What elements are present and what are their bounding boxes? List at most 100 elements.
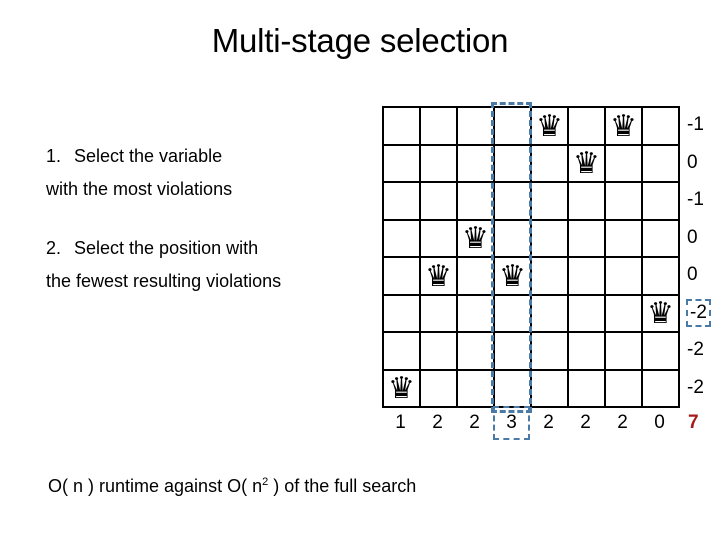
board-cell[interactable]: [384, 183, 421, 221]
board-cell[interactable]: [569, 183, 606, 221]
board-cell[interactable]: [495, 145, 532, 183]
board-cell[interactable]: [421, 295, 458, 333]
board-cell[interactable]: ♛: [606, 108, 643, 146]
footer-text-after: ) of the full search: [268, 476, 417, 496]
board-cell[interactable]: ♛: [384, 370, 421, 408]
board-cell[interactable]: [458, 295, 495, 333]
column-violation-label: 2: [543, 412, 554, 433]
board-cell[interactable]: [384, 220, 421, 258]
row-violation-value: 0: [687, 151, 698, 173]
board-cell[interactable]: [606, 333, 643, 371]
board-cell[interactable]: [458, 258, 495, 296]
instruction-line: with the most violations: [46, 179, 233, 199]
board-cell[interactable]: ♛: [643, 295, 680, 333]
queen-icon: ♛: [388, 371, 415, 407]
board-cell[interactable]: [606, 258, 643, 296]
row-violation-value: 0: [687, 264, 698, 285]
board-cell[interactable]: [569, 295, 606, 333]
board-cell[interactable]: ♛: [495, 258, 532, 296]
board-cell[interactable]: [495, 333, 532, 371]
board-cell[interactable]: [606, 295, 643, 333]
row-violation-value: -2: [686, 298, 711, 327]
board-cell[interactable]: [495, 108, 532, 146]
board-cell[interactable]: [606, 145, 643, 183]
board-cell[interactable]: [643, 183, 680, 221]
board-cell[interactable]: [606, 220, 643, 258]
column-violation-label: 2: [580, 412, 591, 433]
instruction-line: 2.Select the position with: [46, 232, 366, 265]
instruction-text: Select the variable: [74, 146, 223, 166]
column-violation-label: 2: [432, 412, 443, 433]
footer-superscript: 2: [262, 476, 269, 488]
board-cell[interactable]: [643, 258, 680, 296]
board-cell[interactable]: [532, 370, 569, 408]
board-cell[interactable]: [384, 333, 421, 371]
board-cell[interactable]: [606, 370, 643, 408]
footer-note: O( n ) runtime against O( n2 ) of the fu…: [48, 476, 416, 497]
board-cell[interactable]: [532, 258, 569, 296]
list-item-number: 1.: [46, 146, 62, 166]
column-violation-label: 1: [395, 412, 406, 433]
row-violation-label: -2: [686, 369, 720, 407]
board-cell[interactable]: [458, 183, 495, 221]
queen-icon: ♛: [462, 221, 489, 257]
row-violation-label: 0: [686, 144, 720, 182]
board-cell[interactable]: [569, 258, 606, 296]
board-cell[interactable]: [569, 333, 606, 371]
queen-icon: ♛: [425, 258, 452, 294]
row-violation-value: 0: [687, 226, 698, 248]
board-cell[interactable]: [384, 295, 421, 333]
row-violation-label: -2: [686, 331, 720, 369]
board-cell[interactable]: ♛: [421, 258, 458, 296]
queen-icon: ♛: [573, 146, 600, 182]
board-cell[interactable]: ♛: [458, 220, 495, 258]
board-cell[interactable]: [384, 145, 421, 183]
board-cell[interactable]: [643, 333, 680, 371]
board-cell[interactable]: [643, 370, 680, 408]
board-cell[interactable]: [532, 145, 569, 183]
board-cell[interactable]: [532, 333, 569, 371]
instruction-line: the fewest resulting violations: [46, 271, 282, 291]
board-cell[interactable]: [421, 370, 458, 408]
total-violations-value: 7: [688, 412, 699, 433]
board-cell[interactable]: [495, 220, 532, 258]
row-violation-value: -2: [687, 376, 704, 398]
board-cell[interactable]: [458, 333, 495, 371]
board-cell[interactable]: [569, 220, 606, 258]
board-cell[interactable]: [569, 370, 606, 408]
board-cell[interactable]: [643, 220, 680, 258]
board-cell[interactable]: [384, 258, 421, 296]
list-item: 1. Select the variable with the most viol…: [46, 140, 366, 206]
board-cell[interactable]: [421, 108, 458, 146]
column-violation-label: 3: [493, 406, 530, 440]
board-cell[interactable]: [532, 295, 569, 333]
board-cell[interactable]: [643, 108, 680, 146]
board-cell[interactable]: [421, 183, 458, 221]
board-cell[interactable]: [643, 145, 680, 183]
board-cell[interactable]: [421, 333, 458, 371]
column-violation-label: 2: [469, 412, 480, 433]
board-cell[interactable]: [532, 220, 569, 258]
board-cell[interactable]: [458, 108, 495, 146]
column-violation-label: 0: [654, 412, 665, 433]
instruction-line: 1. Select the variable: [46, 140, 366, 173]
board-cell[interactable]: [569, 108, 606, 146]
board-cell[interactable]: [458, 145, 495, 183]
board-cell[interactable]: [532, 183, 569, 221]
board-cell[interactable]: [606, 183, 643, 221]
board-cell[interactable]: [495, 183, 532, 221]
page-title: Multi-stage selection: [211, 22, 509, 59]
board-cell[interactable]: [458, 370, 495, 408]
board-cell[interactable]: [384, 108, 421, 146]
board-cell[interactable]: ♛: [569, 145, 606, 183]
board-cell[interactable]: [421, 145, 458, 183]
chessboard-grid[interactable]: ♛♛♛♛♛♛♛♛: [382, 106, 680, 408]
row-violation-label: 0: [686, 219, 720, 257]
instruction-text: Select the position with: [74, 238, 259, 258]
queen-icon: ♛: [610, 108, 637, 144]
column-violation-label: 2: [617, 412, 628, 433]
board-cell[interactable]: [495, 295, 532, 333]
board-cell[interactable]: [495, 370, 532, 408]
board-cell[interactable]: ♛: [532, 108, 569, 146]
board-cell[interactable]: [421, 220, 458, 258]
